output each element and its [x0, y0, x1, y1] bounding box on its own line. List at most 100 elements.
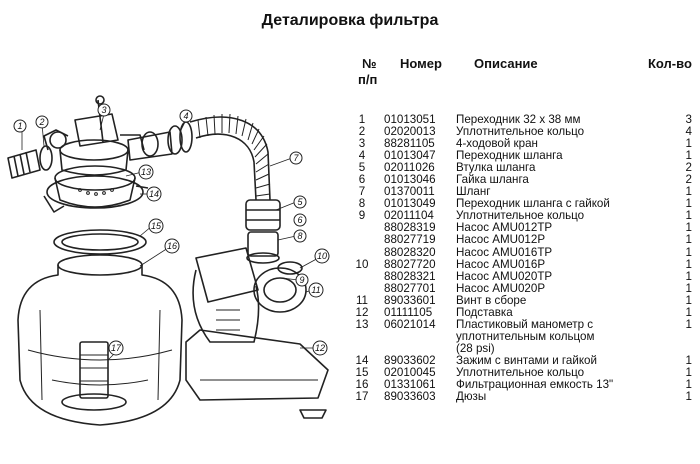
svg-text:9: 9	[299, 275, 304, 285]
row-code: 01370011	[384, 185, 435, 199]
row-code: 01013047	[384, 149, 436, 163]
svg-text:10: 10	[317, 251, 327, 261]
callout-16: 16	[164, 238, 180, 254]
table-row: 12 01111105 Подставка 1	[340, 305, 696, 319]
table-row: 88028320 Насос AMU016TP 1	[340, 245, 696, 259]
hose-connectors	[245, 199, 281, 264]
row-desc: Фильтрационная емкость 13"	[456, 378, 614, 392]
row-code: 01013046	[384, 173, 436, 187]
row-desc: Подставка	[456, 305, 513, 319]
row-code: 01111105	[384, 305, 433, 319]
row-desc: Насос AMU020TP	[456, 269, 553, 283]
row-num: 12	[355, 305, 369, 319]
row-num: 7	[358, 185, 366, 199]
header-num-sub: п/п	[358, 72, 378, 87]
row-desc: Шланг	[456, 185, 491, 199]
row-code: 01331061	[384, 378, 436, 392]
four-way-valve	[43, 95, 145, 208]
row-qty: 1	[685, 305, 692, 319]
row-qty: 2	[685, 161, 692, 175]
row-qty: 1	[685, 245, 692, 259]
row-qty: 1	[685, 257, 692, 271]
row-code: 88028320	[384, 245, 436, 259]
row-code: 02011104	[384, 209, 434, 223]
row-code: 89033601	[384, 293, 436, 307]
row-qty: 1	[685, 197, 692, 211]
row-code: 88028321	[384, 269, 436, 283]
row-num: 9	[358, 209, 366, 223]
row-code: 01013049	[384, 197, 436, 211]
row-desc: уплотнительным кольцом	[456, 329, 595, 343]
header-qty: Кол-во	[648, 56, 692, 71]
callout-10: 10	[314, 248, 330, 264]
svg-text:5: 5	[297, 197, 303, 207]
row-desc: Зажим с винтами и гайкой	[456, 353, 597, 367]
row-desc: Переходник шланга с гайкой	[456, 197, 610, 211]
row-desc: Дюзы	[456, 390, 487, 404]
row-desc: Насос AMU016P	[456, 257, 546, 271]
row-num: 11	[355, 293, 369, 307]
callout-8: 8	[293, 229, 307, 243]
row-code: 89033603	[384, 390, 436, 404]
row-qty: 1	[685, 378, 692, 392]
clamp	[43, 175, 149, 213]
header-code: Номер	[400, 56, 442, 71]
row-qty: 4	[685, 125, 692, 139]
row-code: 02011026	[384, 161, 435, 175]
header-desc: Описание	[474, 56, 538, 71]
row-desc: Насос AMU012TP	[456, 221, 553, 235]
row-qty: 1	[685, 365, 692, 379]
row-qty: 1	[685, 281, 692, 295]
row-desc: Уплотнительное кольцо	[456, 209, 585, 223]
svg-text:2: 2	[38, 117, 44, 127]
filter-tank	[17, 254, 183, 426]
svg-text:13: 13	[141, 167, 151, 177]
row-num: 14	[355, 353, 369, 367]
row-qty: 1	[685, 353, 692, 367]
row-code: 01013051	[384, 113, 436, 126]
callout-13: 13	[138, 164, 154, 180]
table-row: (28 psi)	[340, 342, 696, 355]
parts-rows: 1 01013051 Переходник 32 х 38 мм 3 2 02020013…	[340, 113, 696, 404]
row-qty: 3	[685, 113, 692, 126]
callout-1: 1	[13, 119, 27, 133]
row-desc: Гайка шланга	[456, 173, 529, 187]
callout-15: 15	[148, 218, 164, 234]
row-code: 88027701	[384, 281, 436, 295]
row-qty: 1	[685, 293, 692, 307]
svg-text:4: 4	[183, 111, 188, 121]
row-num: 1	[358, 113, 366, 126]
row-num: 13	[355, 317, 369, 331]
callout-17: 17	[108, 340, 124, 356]
row-desc: Уплотнительное кольцо	[456, 365, 585, 379]
row-num: 5	[358, 161, 366, 175]
row-code: 02020013	[384, 125, 436, 139]
callout-2: 2	[35, 115, 49, 129]
pressure-gauge	[49, 131, 67, 149]
row-num: 6	[358, 173, 366, 187]
row-desc: 4-ходовой кран	[456, 137, 538, 151]
row-desc: Насос AMU016TP	[456, 245, 553, 259]
svg-text:15: 15	[151, 221, 162, 231]
row-desc: Переходник 32 х 38 мм	[456, 113, 581, 126]
callout-14: 14	[146, 186, 162, 202]
row-code: 88027719	[384, 233, 436, 247]
callout-12: 12	[312, 340, 328, 356]
callout-5: 5	[293, 195, 307, 209]
header-num: №	[362, 56, 377, 71]
row-qty: 1	[685, 137, 692, 151]
hose	[189, 113, 271, 201]
row-code: 88028319	[384, 221, 436, 235]
filter-exploded-diagram: 1 2 3 4 7 5 6 8 10 9 11 12 13 14 15 16 1…	[7, 95, 330, 426]
